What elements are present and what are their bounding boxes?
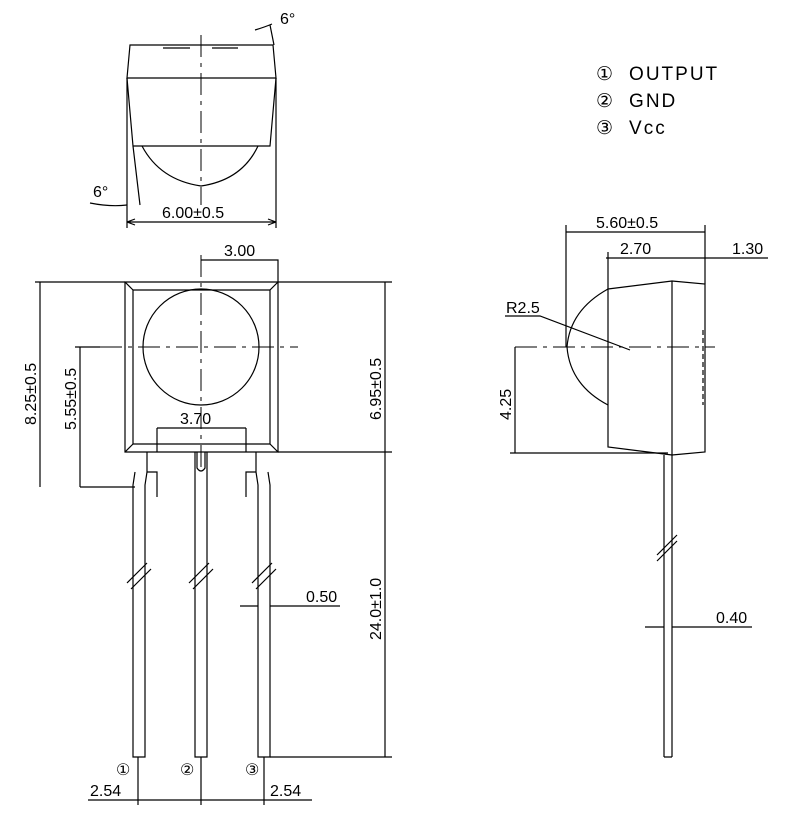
angle-bottom-label: 6° — [93, 184, 108, 201]
dim-center-height: 4.25 — [498, 389, 515, 420]
pin-3-label: ③ — [245, 762, 259, 779]
dim-pitch-right: 2.54 — [270, 783, 301, 800]
top-view: 6.00±0.5 6° 6° — [90, 11, 295, 228]
front-view: 3.00 3.70 0.50 2.54 2.54 8.25±0.5 5.55±0… — [23, 243, 392, 805]
angle-top-label: 6° — [280, 11, 295, 28]
dim-rear-part: 1.30 — [732, 241, 763, 258]
dim-lead-width: 0.50 — [306, 589, 337, 606]
dim-pitch-left: 2.54 — [90, 783, 121, 800]
width-dimension: 6.00±0.5 — [162, 205, 224, 222]
lead-1 — [133, 452, 157, 757]
dim-body-height: 6.95±0.5 — [368, 358, 385, 420]
pin-1-label: ① — [116, 762, 130, 779]
lens-dome — [142, 146, 258, 186]
lead-2 — [195, 452, 207, 757]
dim-lead-length: 24.0±1.0 — [368, 578, 385, 640]
dim-radius: R2.5 — [506, 300, 540, 317]
dim-lead-thickness: 0.40 — [716, 610, 747, 627]
dim-height-total: 8.25±0.5 — [23, 363, 40, 425]
dim-lens-center: 5.55±0.5 — [63, 368, 80, 430]
pin-2-label: ② — [180, 762, 194, 779]
lead-3 — [246, 452, 270, 757]
dim-depth: 5.60±0.5 — [596, 215, 658, 232]
dim-half-width: 3.00 — [224, 243, 255, 260]
dim-pin-span: 3.70 — [180, 411, 211, 428]
side-view: 5.60±0.5 2.70 1.30 R2.5 4.25 0.40 — [498, 215, 768, 757]
dim-front-part: 2.70 — [620, 241, 651, 258]
